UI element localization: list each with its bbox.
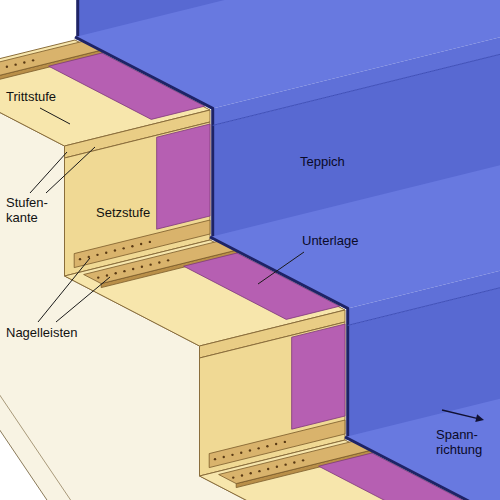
tack-nail	[232, 476, 234, 478]
tack-nail	[231, 454, 233, 456]
tack-nail	[167, 259, 169, 261]
tack-nail	[266, 445, 268, 447]
tack-nail	[293, 461, 295, 463]
tack-nail	[97, 276, 99, 278]
part-label: Stufen- kante	[4, 196, 50, 226]
tack-nail	[149, 241, 151, 243]
tack-nail	[114, 249, 116, 251]
tack-nail	[214, 458, 216, 460]
tack-nail	[241, 474, 243, 476]
part-label: Nagelleisten	[4, 326, 80, 341]
leader-lines	[30, 108, 484, 422]
carpet-edge	[210, 237, 348, 439]
tack-nail	[79, 258, 81, 260]
tack-nail	[122, 247, 124, 249]
tack-nail	[223, 456, 225, 458]
tack-nail	[275, 443, 277, 445]
leader-line	[38, 258, 90, 322]
direction-label: Spann- richtung	[434, 428, 484, 458]
part-label: Teppich	[298, 155, 347, 170]
direction-arrow-head	[475, 414, 484, 422]
tack-nail	[258, 470, 260, 472]
leader-line	[258, 252, 304, 284]
leader-line	[40, 108, 70, 124]
tack-nail	[149, 263, 151, 265]
tack-nail	[96, 254, 98, 256]
tack-nail	[123, 270, 125, 272]
part-label: Setzstufe	[94, 206, 152, 221]
carpet-riser	[483, 420, 500, 500]
tack-nail	[240, 451, 242, 453]
tack-nail	[132, 268, 134, 270]
carpet-nosing	[483, 403, 500, 500]
tack-nail	[249, 449, 251, 451]
tack-nail	[267, 468, 269, 470]
part-label: Unterlage	[300, 234, 360, 249]
underlay	[157, 124, 210, 229]
tack-nail	[250, 472, 252, 474]
carpet-edge	[76, 0, 79, 39]
carpet-fold	[213, 20, 500, 126]
tack-nail	[276, 466, 278, 468]
leader-line	[46, 147, 95, 193]
tack-nail	[140, 243, 142, 245]
tack-nail	[257, 447, 259, 449]
carpet-tread	[345, 331, 500, 500]
underlay	[292, 324, 345, 429]
carpet-fold	[348, 220, 500, 326]
tack-nail	[32, 59, 34, 61]
tack-nail	[14, 63, 16, 65]
tack-nail	[141, 266, 143, 268]
tack-nail	[23, 61, 25, 63]
tack-nail	[158, 261, 160, 263]
tack-nail	[105, 251, 107, 253]
tack-nail	[302, 459, 304, 461]
direction-arrow-shaft	[442, 410, 478, 419]
tack-nail	[284, 441, 286, 443]
part-label: Trittstufe	[4, 90, 58, 105]
tack-nail	[131, 245, 133, 247]
tack-nail	[284, 463, 286, 465]
tack-nail	[115, 272, 117, 274]
leader-line	[56, 277, 110, 322]
tack-nail	[106, 274, 108, 276]
tack-nail	[6, 66, 8, 68]
carpet-edge	[75, 37, 213, 239]
leader-line	[30, 152, 67, 193]
carpet-fold	[483, 420, 500, 500]
